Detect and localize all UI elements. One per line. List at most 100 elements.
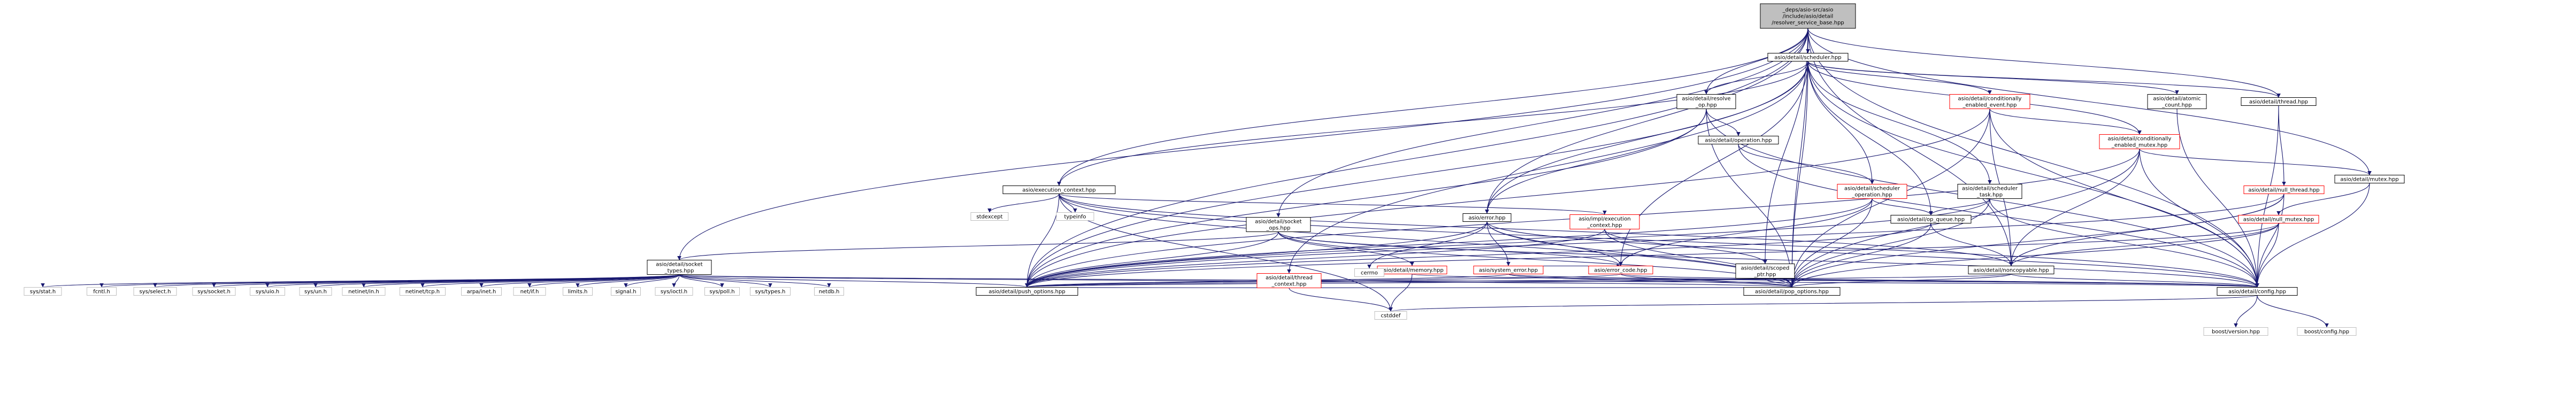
node-atomic-count[interactable]: asio/detail/atomic_count.hpp <box>2147 94 2207 109</box>
node-thread-context[interactable]: asio/detail/thread_context.hpp <box>1256 273 1322 288</box>
node-box <box>87 287 117 296</box>
node-null-thread[interactable]: asio/detail/null_thread.hpp <box>2243 186 2325 194</box>
node-thread[interactable]: asio/detail/thread.hpp <box>2241 97 2317 106</box>
node-cerrno[interactable]: cerrno <box>1354 268 1384 277</box>
node-label: asio/detail/config.hpp <box>2228 289 2286 295</box>
node-sys-poll[interactable]: sys/poll.h <box>704 287 740 296</box>
node-label: asio/detail/atomic <box>2153 96 2201 102</box>
node-sys-ioctl[interactable]: sys/ioctl.h <box>655 287 693 296</box>
edge-cond_event-to-config <box>1989 109 2259 288</box>
node-label: asio/detail/pop_options.hpp <box>1755 289 1829 295</box>
node-label: _ptr.hpp <box>1754 272 1776 278</box>
edge-null_thread-to-pop_options <box>1790 194 2284 288</box>
node-impl-exec-ctx[interactable]: asio/impl/execution_context.hpp <box>1569 214 1640 229</box>
node-label: netinet/tcp.h <box>405 289 440 295</box>
node-fcntl[interactable]: fcntl.h <box>87 287 117 296</box>
edge-cond_mutex-to-mutex <box>2139 149 2372 175</box>
node-noncopyable[interactable]: asio/detail/noncopyable.hpp <box>1968 266 2054 274</box>
node-push-options[interactable]: asio/detail/push_options.hpp <box>976 287 1078 296</box>
node-operation[interactable]: asio/detail/operation.hpp <box>1698 136 1779 144</box>
edge-resolve_op-to-operation <box>1706 109 1741 136</box>
node-label: asio/detail/push_options.hpp <box>988 289 1065 295</box>
edge-root-to-resolve_op <box>1704 28 1808 95</box>
edge-scheduler-to-sched_task <box>1807 61 1992 184</box>
node-pop-options[interactable]: asio/detail/pop_options.hpp <box>1743 287 1841 296</box>
node-error-code[interactable]: asio/error_code.hpp <box>1588 266 1653 274</box>
node-label: _op.hpp <box>1695 103 1717 109</box>
edge-null_mutex-to-push_options <box>1025 223 2279 288</box>
node-sys-select[interactable]: sys/select.h <box>133 287 177 296</box>
node-box <box>1462 213 1512 222</box>
node-mutex[interactable]: asio/detail/mutex.hpp <box>2334 175 2405 183</box>
edge-scoped_ptr-to-push_options <box>1025 277 1766 288</box>
node-socket-types[interactable]: asio/detail/socket_types.hpp <box>647 260 712 275</box>
node-cond-event[interactable]: asio/detail/conditionally_enabled_event.… <box>1949 94 2030 109</box>
node-resolve-op[interactable]: asio/detail/resolve_op.hpp <box>1676 94 1736 109</box>
edge-root-to-exec_context <box>1057 28 1808 186</box>
edge-noncopyable-to-pop_options <box>1790 273 2012 288</box>
edge-socket_types-to-netinet_tcp <box>420 274 680 288</box>
node-box <box>814 287 844 296</box>
node-sys-un[interactable]: sys/un.h <box>299 287 332 296</box>
node-null-mutex[interactable]: asio/detail/null_mutex.hpp <box>2238 215 2319 223</box>
node-sys-socket[interactable]: sys/socket.h <box>192 287 236 296</box>
node-netinet-in[interactable]: netinet/in.h <box>342 287 386 296</box>
edge-cond_event-to-push_options <box>1025 109 1990 288</box>
node-sys-stat[interactable]: sys/stat.h <box>24 287 62 296</box>
node-cond-mutex[interactable]: asio/detail/conditionally_enabled_mutex.… <box>2099 134 2180 149</box>
edge-socket_ops-to-memory <box>1278 231 1414 266</box>
node-label: asio/detail/thread.hpp <box>2249 99 2308 105</box>
node-memory[interactable]: asio/detail/memory.hpp <box>1377 266 1447 274</box>
node-box <box>1256 273 1322 288</box>
node-error[interactable]: asio/error.hpp <box>1462 213 1512 222</box>
edge-resolve_op-to-pop_options <box>1706 109 1794 288</box>
edge-scheduler-to-atomic_count <box>1807 61 2179 95</box>
node-scheduler[interactable]: asio/detail/scheduler.hpp <box>1767 53 1849 61</box>
edge-scheduler-to-exec_context <box>1057 61 1808 186</box>
node-box <box>1767 53 1849 61</box>
node-box <box>563 287 593 296</box>
edge-sched_op-to-op_queue <box>1872 198 1933 215</box>
node-boost-config[interactable]: boost/config.hpp <box>2297 327 2357 336</box>
node-stdexcept[interactable]: stdexcept <box>970 212 1009 221</box>
node-label: _ops.hpp <box>1266 226 1291 231</box>
edge-scheduler-to-pop_options <box>1790 61 1808 288</box>
edge-scheduler-to-thread_context <box>1287 61 1808 274</box>
node-box <box>1890 215 1972 223</box>
node-box <box>1056 212 1094 221</box>
node-label: asio/detail/scheduler <box>1844 186 1900 192</box>
node-label: arpa/inet.h <box>467 289 496 295</box>
node-box <box>976 287 1078 296</box>
node-sched-task[interactable]: asio/detail/scheduler_task.hpp <box>1957 184 2022 199</box>
edge-scheduler-to-op_queue <box>1807 61 1933 215</box>
node-exec-context[interactable]: asio/execution_context.hpp <box>1002 186 1116 194</box>
node-root[interactable]: _deps/asio-src/asio/include/asio/detail/… <box>1760 3 1856 29</box>
node-box <box>1473 266 1544 274</box>
node-op-queue[interactable]: asio/detail/op_queue.hpp <box>1890 215 1972 223</box>
node-system-error[interactable]: asio/system_error.hpp <box>1473 266 1544 274</box>
node-typeinfo[interactable]: typeinfo <box>1056 212 1094 221</box>
node-arpa-inet[interactable]: arpa/inet.h <box>461 287 502 296</box>
node-label: asio/detail/null_mutex.hpp <box>2243 217 2314 223</box>
node-boost-version[interactable]: boost/version.hpp <box>2203 327 2268 336</box>
node-sys-types[interactable]: sys/types.h <box>750 287 791 296</box>
node-cstddef[interactable]: cstddef <box>1374 311 1407 320</box>
edge-socket_types-to-sys_poll <box>679 274 724 288</box>
node-limits[interactable]: limits.h <box>563 287 593 296</box>
edge-socket_types-to-fcntl <box>99 274 680 288</box>
node-net-if[interactable]: net/if.h <box>513 287 546 296</box>
node-netdb[interactable]: netdb.h <box>814 287 844 296</box>
node-box <box>1949 94 2030 109</box>
node-scoped-ptr[interactable]: asio/detail/scoped_ptr.hpp <box>1735 264 1795 279</box>
node-label: sys/ioctl.h <box>661 289 687 295</box>
node-netinet-tcp[interactable]: netinet/tcp.h <box>400 287 446 296</box>
node-sched-op[interactable]: asio/detail/scheduler_operation.hpp <box>1837 184 1907 199</box>
node-sys-uio[interactable]: sys/uio.h <box>250 287 285 296</box>
node-box <box>1588 266 1653 274</box>
node-box <box>250 287 285 296</box>
node-signal[interactable]: signal.h <box>611 287 641 296</box>
node-socket-ops[interactable]: asio/detail/socket_ops.hpp <box>1246 217 1311 232</box>
node-label: netdb.h <box>819 289 840 295</box>
edge-mutex-to-config <box>2255 183 2370 288</box>
node-config[interactable]: asio/detail/config.hpp <box>2217 287 2298 296</box>
